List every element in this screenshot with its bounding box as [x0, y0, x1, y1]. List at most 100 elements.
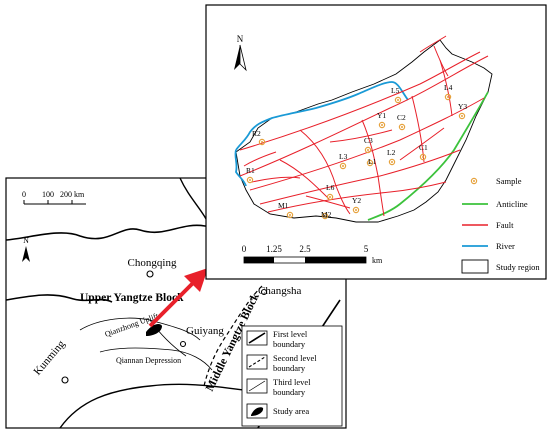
sample-l4: L4: [444, 83, 453, 101]
sample-marker-dot: [329, 196, 331, 198]
regional-scale-end: 200 km: [60, 190, 85, 199]
sample-label: L2: [387, 148, 396, 157]
legend-study-region: Study region: [461, 259, 540, 274]
legend-sample: Sample: [470, 176, 522, 186]
fault-11: [251, 176, 301, 183]
sample-marker-dot: [391, 161, 393, 163]
sample-label: L5: [391, 86, 400, 95]
regional-scale-bar: 0 100 200 km: [22, 190, 86, 205]
legend-anticline-label: Anticline: [496, 199, 528, 209]
legend-third-level-line2: boundary: [273, 387, 306, 397]
sample-marker-dot: [355, 209, 357, 211]
regional-north-label: N: [23, 236, 29, 245]
sample-marker-dot: [447, 96, 449, 98]
sample-m2: M2: [321, 210, 332, 220]
sample-r1: R1: [246, 166, 255, 184]
fault-1: [239, 55, 489, 177]
study-north-arrow: N: [234, 34, 247, 72]
sample-marker: [364, 146, 372, 154]
sample-c2: C2: [397, 113, 406, 131]
study-scale-tick-1: 1.25: [266, 244, 282, 254]
sample-marker-dot: [401, 126, 403, 128]
fault-14: [305, 195, 351, 209]
river-line: [235, 81, 409, 151]
sample-label: R2: [252, 129, 261, 138]
fault-12: [329, 129, 393, 143]
fault-13: [399, 127, 445, 161]
sample-l6: L6: [326, 183, 335, 201]
regional-scale-mid: 100: [42, 190, 54, 199]
legend-river: River: [462, 241, 515, 251]
sample-marker: [258, 138, 266, 146]
sample-marker: [246, 176, 254, 184]
legend-anticline: Anticline: [462, 199, 528, 209]
city-guiyang-label: Guiyang: [186, 325, 224, 337]
anticline-line: [367, 91, 489, 221]
regional-north-arrow: N: [22, 236, 30, 262]
sample-c3: C3: [364, 136, 373, 154]
study-area-marker: [146, 324, 162, 336]
third-level-boundary-b: [99, 347, 213, 371]
sample-marker: [352, 206, 360, 214]
sample-label: C1: [419, 143, 428, 152]
sample-marker: [378, 121, 386, 129]
sample-marker-dot: [397, 99, 399, 101]
study-legend: Sample Anticline Fault River Study regio…: [461, 176, 540, 274]
fault-4: [259, 149, 461, 205]
sample-marker-dot: [369, 162, 371, 164]
sample-marker: [286, 211, 294, 219]
fault-lines: [239, 35, 489, 217]
legend-sample-label: Sample: [496, 176, 522, 186]
sample-label: Y2: [352, 196, 361, 205]
sample-l5: L5: [391, 86, 402, 104]
sample-label: L6: [326, 183, 335, 192]
legend-second-level-line1: Second level: [273, 353, 317, 363]
legend-fault-label: Fault: [496, 220, 514, 230]
third-level-boundary-a: [79, 317, 201, 341]
zoom-pointer-arrow: [148, 268, 208, 328]
legend-third-level-boundary: Third level boundary: [246, 377, 311, 397]
sample-y2: Y2: [352, 196, 361, 214]
sample-label: Y1: [377, 111, 386, 120]
qiannan-depression-label: Qiannan Depression: [116, 356, 181, 365]
first-level-boundary-south: [59, 383, 271, 429]
sample-marker-dot: [422, 156, 424, 158]
sample-y1: Y1: [377, 111, 386, 129]
legend-first-level-boundary: First level boundary: [246, 329, 308, 349]
sample-marker: [388, 158, 396, 166]
sample-label: C3: [364, 136, 373, 145]
city-changsha: Changsha: [258, 285, 302, 297]
sample-label: M1: [278, 201, 289, 210]
sample-c1: C1: [419, 143, 428, 161]
study-scale-unit: km: [372, 256, 383, 265]
study-north-label: N: [237, 34, 244, 44]
legend-river-label: River: [496, 241, 515, 251]
fault-3: [249, 97, 485, 191]
fault-15: [243, 151, 277, 167]
sample-marker-dot: [249, 179, 251, 181]
study-scale-tick-0: 0: [242, 244, 247, 254]
legend-first-level-line2: boundary: [273, 339, 306, 349]
sample-label: Y3: [458, 102, 467, 111]
second-level-boundary: [203, 285, 263, 387]
sample-marker-dot: [324, 215, 326, 217]
study-region-map: N: [205, 4, 547, 280]
fault-16: [419, 35, 447, 53]
upper-yangtze-block-label: Upper Yangtze Block: [80, 292, 184, 304]
study-scale-tick-3: 5: [364, 244, 369, 254]
sample-marker: [394, 96, 402, 104]
sample-y3: Y3: [458, 102, 467, 120]
sample-marker: [339, 162, 347, 170]
sample-l1: L1: [366, 157, 377, 167]
sample-marker-dot: [461, 115, 463, 117]
river-line-west: [234, 149, 247, 187]
sample-label: L3: [339, 152, 348, 161]
legend-fault: Fault: [462, 220, 514, 230]
first-level-boundary-west: [5, 294, 113, 303]
legend-second-level-line2: boundary: [273, 363, 306, 373]
sample-marker-dot: [261, 141, 263, 143]
sample-marker: [366, 159, 374, 167]
sample-label: L4: [444, 83, 453, 92]
city-guiyang: Guiyang: [179, 325, 224, 348]
